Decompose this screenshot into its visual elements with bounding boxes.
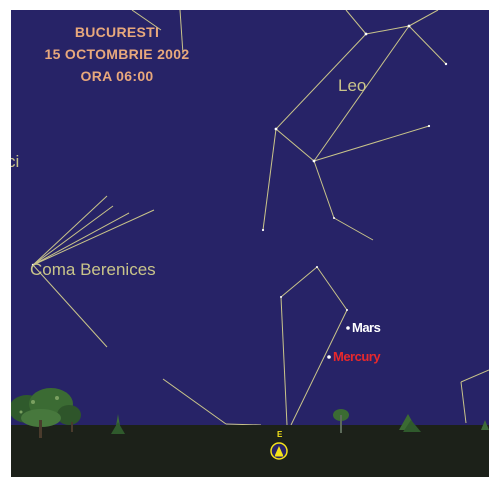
constellation-line [365,25,410,35]
constellation-line [275,128,315,162]
trees-left-icon [11,388,81,438]
ground [11,425,489,477]
sky-view[interactable]: BUCURESTI 15 OCTOMBRIE 2002 ORA 06:00 Le… [11,10,489,477]
east-marker-icon [270,442,288,460]
star [346,309,348,311]
constellation-line [179,10,184,55]
constellation-line [280,296,288,426]
constellation-line [290,309,348,426]
time-title: ORA 06:00 [80,68,154,84]
planet-label-mars: Mars [352,320,381,335]
constellation-line [408,25,447,65]
constellation-label-partial: ci [11,152,20,171]
constellation-line [32,264,108,348]
constellation-line [275,33,367,130]
star [274,127,278,131]
constellation-label-coma-berenices: Coma Berenices [30,260,156,279]
location-title: BUCURESTI [74,24,160,40]
constellation-line [460,381,467,424]
star [316,266,318,268]
mars-dot [346,326,350,330]
star [427,124,431,128]
stars [31,24,448,311]
star [31,263,35,267]
direction-label-east: E [277,430,283,439]
constellation-line [225,423,262,426]
shrub-icon [111,414,125,434]
shrub-icon [399,414,421,432]
star [407,24,411,28]
constellation-line [32,195,108,266]
shrub-icon [481,420,489,430]
planet-label-mercury: Mercury [333,349,381,364]
constellation-line [32,205,114,266]
star [312,159,316,163]
star [333,217,335,219]
sky-chart [11,10,489,477]
constellation-line [313,125,430,162]
constellation-label-leo: Leo [338,76,367,95]
constellation-line [262,128,277,231]
constellation-line [32,212,130,266]
date-title: 15 OCTOMBRIE 2002 [44,46,190,62]
constellation-line [162,378,227,425]
constellation-line [280,266,318,298]
star [280,296,282,298]
constellation-line [460,369,489,383]
constellation-line [313,160,335,219]
constellation-lines [32,10,489,426]
star [444,62,448,66]
constellation-line [313,25,410,162]
constellation-line [408,10,439,27]
constellation-line [333,217,374,241]
constellation-line [345,10,367,35]
star [261,228,265,232]
constellation-line [32,209,155,266]
tree-icon [333,409,349,433]
mercury-dot [327,355,331,359]
constellation-line [316,266,348,311]
constellation-line [131,10,162,31]
star [364,32,368,36]
